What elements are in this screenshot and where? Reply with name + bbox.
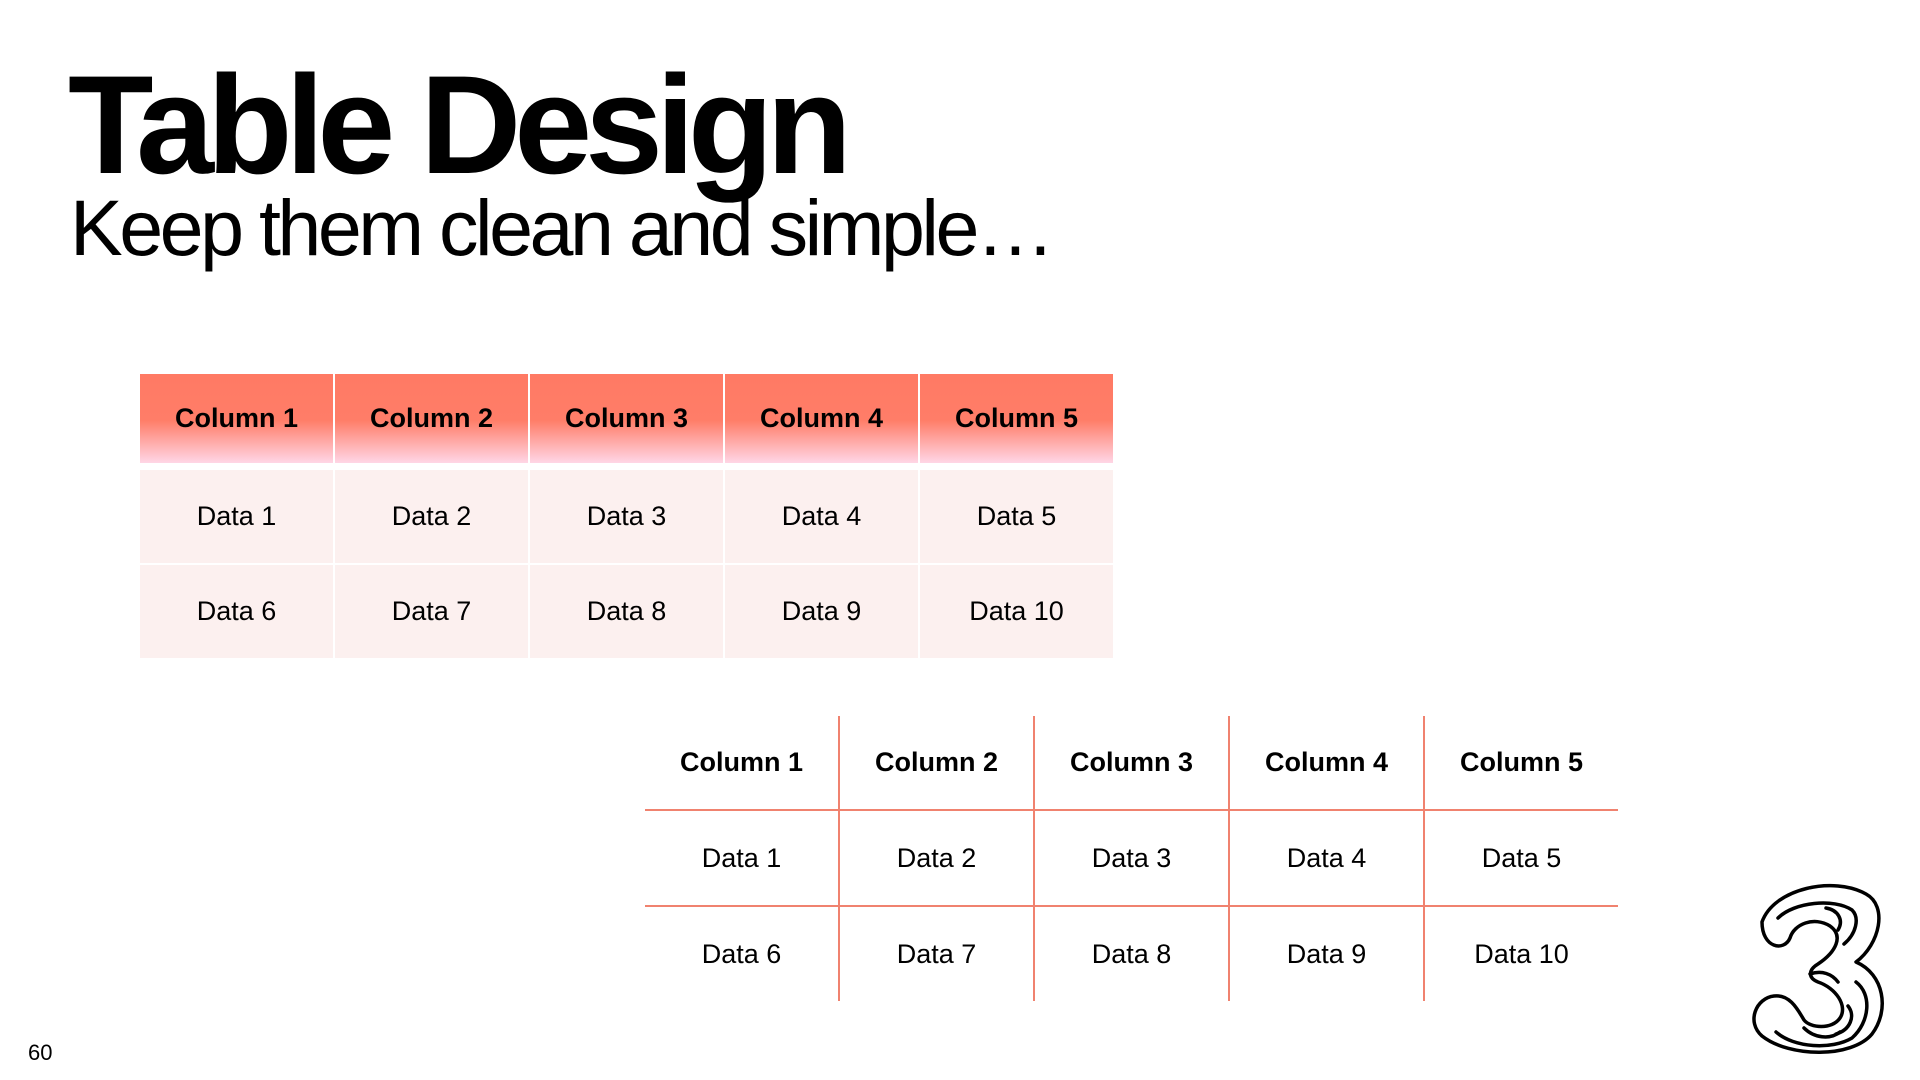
- table-cell: Data 9: [1228, 906, 1425, 1001]
- table-cell: Data 10: [1423, 906, 1618, 1001]
- table-cell: Data 4: [725, 470, 920, 563]
- table-cell: Data 2: [838, 810, 1035, 907]
- column-header: Column 1: [645, 716, 840, 811]
- table-row: Data 6 Data 7 Data 8 Data 9 Data 10: [140, 563, 1113, 658]
- column-header: Column 5: [920, 374, 1113, 463]
- table-cell: Data 1: [140, 470, 335, 563]
- gap-cell: [140, 463, 1113, 470]
- table-cell: Data 5: [1423, 810, 1618, 907]
- column-header: Column 2: [335, 374, 530, 463]
- filled-table: Column 1 Column 2 Column 3 Column 4 Colu…: [140, 374, 1113, 658]
- column-header: Column 1: [140, 374, 335, 463]
- lined-table: Column 1 Column 2 Column 3 Column 4 Colu…: [645, 716, 1618, 1001]
- column-header: Column 5: [1423, 716, 1618, 811]
- table-cell: Data 9: [725, 563, 920, 658]
- slide-title: Table Design: [68, 46, 852, 203]
- table-cell: Data 7: [838, 906, 1035, 1001]
- table-cell: Data 6: [140, 563, 335, 658]
- three-logo-icon: [1752, 883, 1884, 1054]
- table-cell: Data 6: [645, 906, 840, 1001]
- table-cell: Data 5: [920, 470, 1113, 563]
- header-gap: [140, 463, 1113, 470]
- table-header-row: Column 1 Column 2 Column 3 Column 4 Colu…: [645, 716, 1618, 811]
- table-row: Data 6 Data 7 Data 8 Data 9 Data 10: [645, 906, 1618, 1001]
- table-cell: Data 3: [1033, 810, 1230, 907]
- table-row: Data 1 Data 2 Data 3 Data 4 Data 5: [140, 470, 1113, 563]
- table-header-row: Column 1 Column 2 Column 3 Column 4 Colu…: [140, 374, 1113, 463]
- column-header: Column 3: [1033, 716, 1230, 811]
- table-cell: Data 8: [1033, 906, 1230, 1001]
- column-header: Column 2: [838, 716, 1035, 811]
- table-cell: Data 10: [920, 563, 1113, 658]
- page-number: 60: [28, 1040, 53, 1065]
- table-row: Data 1 Data 2 Data 3 Data 4 Data 5: [645, 810, 1618, 907]
- table-cell: Data 2: [335, 470, 530, 563]
- table-cell: Data 8: [530, 563, 725, 658]
- table-cell: Data 7: [335, 563, 530, 658]
- table-cell: Data 4: [1228, 810, 1425, 907]
- slide-subtitle: Keep them clean and simple…: [70, 183, 1055, 272]
- column-header: Column 4: [1228, 716, 1425, 811]
- table-cell: Data 1: [645, 810, 840, 907]
- column-header: Column 4: [725, 374, 920, 463]
- column-header: Column 3: [530, 374, 725, 463]
- table-cell: Data 3: [530, 470, 725, 563]
